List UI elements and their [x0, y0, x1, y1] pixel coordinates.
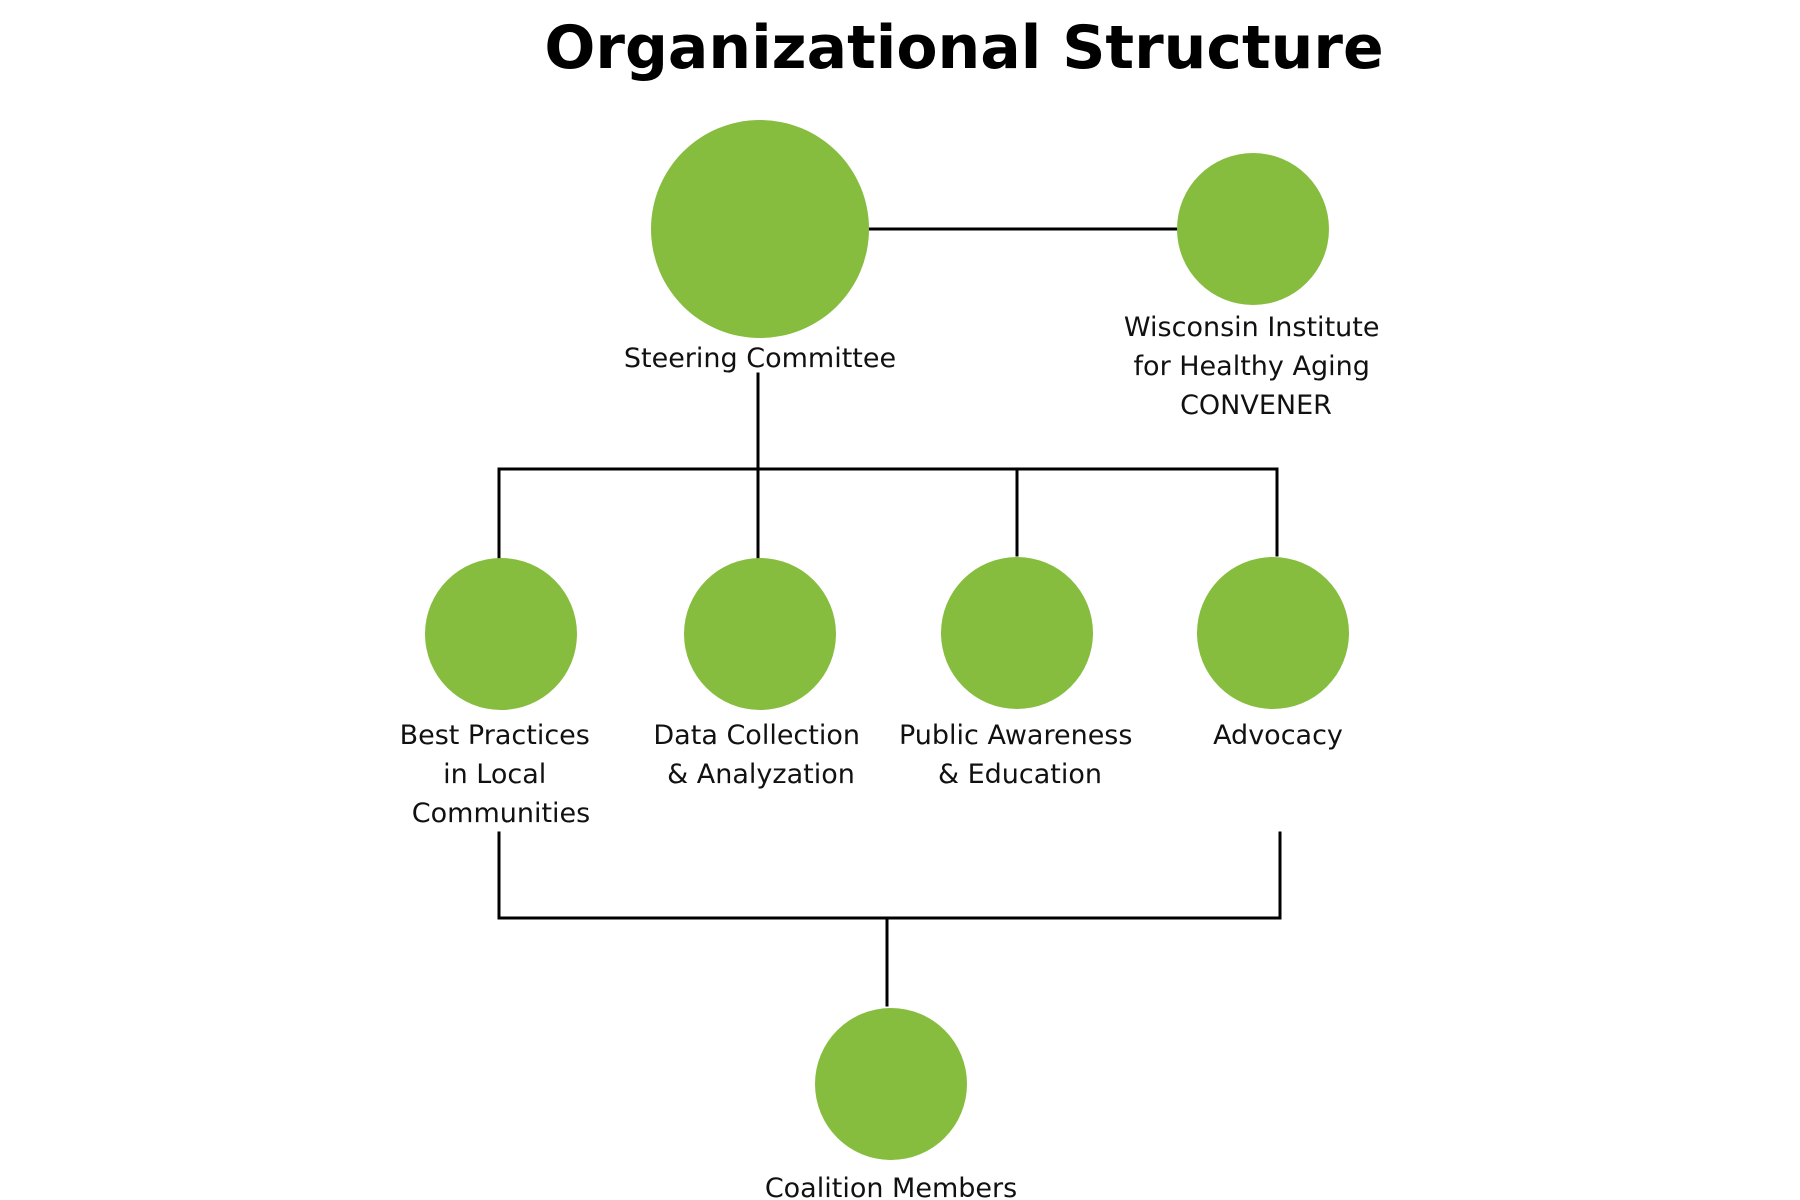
label-line: Best Practices	[400, 720, 590, 751]
node-advocacy: Advocacy	[1197, 557, 1349, 751]
chart-title: Organizational Structure	[544, 13, 1383, 83]
node-label-steering: Steering Committee	[624, 343, 896, 374]
label-line: Public Awareness	[899, 720, 1132, 751]
node-label-public-awareness: Public Awareness & Education	[899, 720, 1141, 790]
node-label-coalition: Coalition Members	[765, 1173, 1017, 1200]
node-coalition: Coalition Members	[765, 1008, 1017, 1200]
node-convener: Wisconsin Institute for Healthy Aging CO…	[1124, 153, 1388, 421]
node-label-convener: Wisconsin Institute for Healthy Aging CO…	[1124, 312, 1388, 421]
connectors	[497, 227, 1282, 1007]
label-line: & Analyzation	[667, 759, 855, 790]
node-steering: Steering Committee	[624, 120, 896, 374]
node-circle-advocacy	[1197, 557, 1349, 709]
label-line: in Local	[443, 759, 546, 790]
label-line: Advocacy	[1213, 720, 1343, 751]
node-circle-steering	[651, 120, 869, 338]
label-line: & Education	[938, 759, 1102, 790]
node-label-best-practices: Best Practices in Local Communities	[400, 720, 599, 829]
node-data-collection: Data Collection & Analyzation	[653, 558, 868, 790]
node-circle-coalition	[815, 1008, 967, 1160]
label-line: Coalition Members	[765, 1173, 1017, 1200]
label-line: Wisconsin Institute	[1124, 312, 1380, 343]
label-line: CONVENER	[1180, 390, 1332, 421]
node-circle-convener	[1177, 153, 1329, 305]
node-best-practices: Best Practices in Local Communities	[400, 558, 599, 829]
node-circle-best-practices	[425, 558, 577, 710]
node-label-data-collection: Data Collection & Analyzation	[653, 720, 868, 790]
node-public-awareness: Public Awareness & Education	[899, 557, 1141, 790]
label-line: Steering Committee	[624, 343, 896, 374]
node-circle-data-collection	[684, 558, 836, 710]
node-circle-public-awareness	[941, 557, 1093, 709]
label-line: for Healthy Aging	[1134, 351, 1370, 382]
node-label-advocacy: Advocacy	[1213, 720, 1343, 751]
label-line: Communities	[412, 798, 590, 829]
label-line: Data Collection	[653, 720, 860, 751]
